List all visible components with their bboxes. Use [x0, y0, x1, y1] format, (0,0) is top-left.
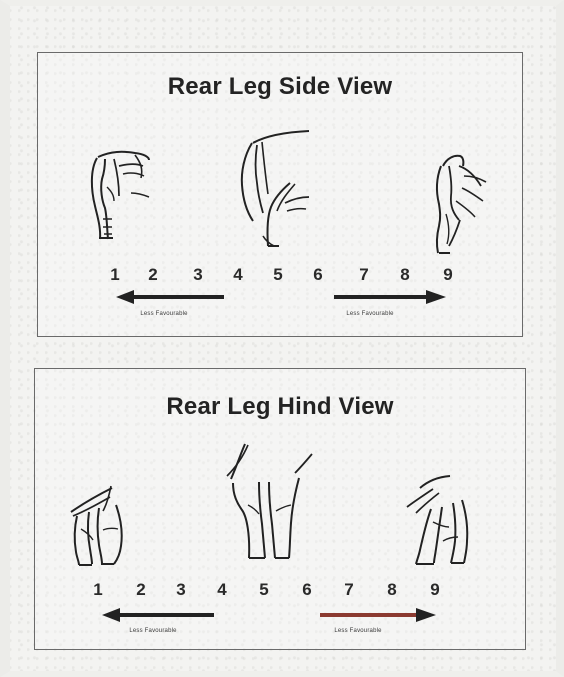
scale-number: 9 [430, 581, 439, 598]
scale-number: 1 [110, 266, 119, 283]
side-view-figure-2 [233, 125, 343, 255]
rear-leg-side-view-panel: Rear Leg Side View [37, 52, 523, 337]
scale-number: 3 [176, 581, 185, 598]
scale-number: 8 [387, 581, 396, 598]
left-arrow-label: Less Favourable [140, 311, 187, 317]
rear-leg-hind-view-panel: Rear Leg Hind View [34, 368, 526, 650]
scale-number: 2 [148, 266, 157, 283]
scale-number: 1 [93, 581, 102, 598]
right-arrow [334, 290, 446, 304]
panel-title: Rear Leg Hind View [35, 393, 525, 421]
panel-title: Rear Leg Side View [38, 73, 522, 101]
scale-number: 9 [443, 266, 452, 283]
scale-number: 7 [359, 266, 368, 283]
scale-number: 6 [302, 581, 311, 598]
scale-number: 8 [400, 266, 409, 283]
hind-view-figure-2 [209, 435, 319, 570]
scale-number: 5 [273, 266, 282, 283]
right-arrow-label: Less Favourable [334, 628, 381, 634]
scale-number: 7 [344, 581, 353, 598]
side-view-figure-3 [421, 148, 501, 263]
left-arrow-label: Less Favourable [129, 628, 176, 634]
scale-number: 2 [136, 581, 145, 598]
right-arrow [320, 608, 436, 622]
left-arrow [102, 608, 216, 622]
scale-number: 3 [193, 266, 202, 283]
scale-number: 6 [313, 266, 322, 283]
scale-number: 5 [259, 581, 268, 598]
hind-view-figure-3 [395, 467, 480, 567]
hind-view-figure-1 [55, 474, 140, 569]
side-view-figure-1 [83, 143, 168, 243]
right-arrow-label: Less Favourable [346, 311, 393, 317]
scale-number: 4 [233, 266, 242, 283]
scale-number: 4 [217, 581, 226, 598]
left-arrow [116, 290, 226, 304]
